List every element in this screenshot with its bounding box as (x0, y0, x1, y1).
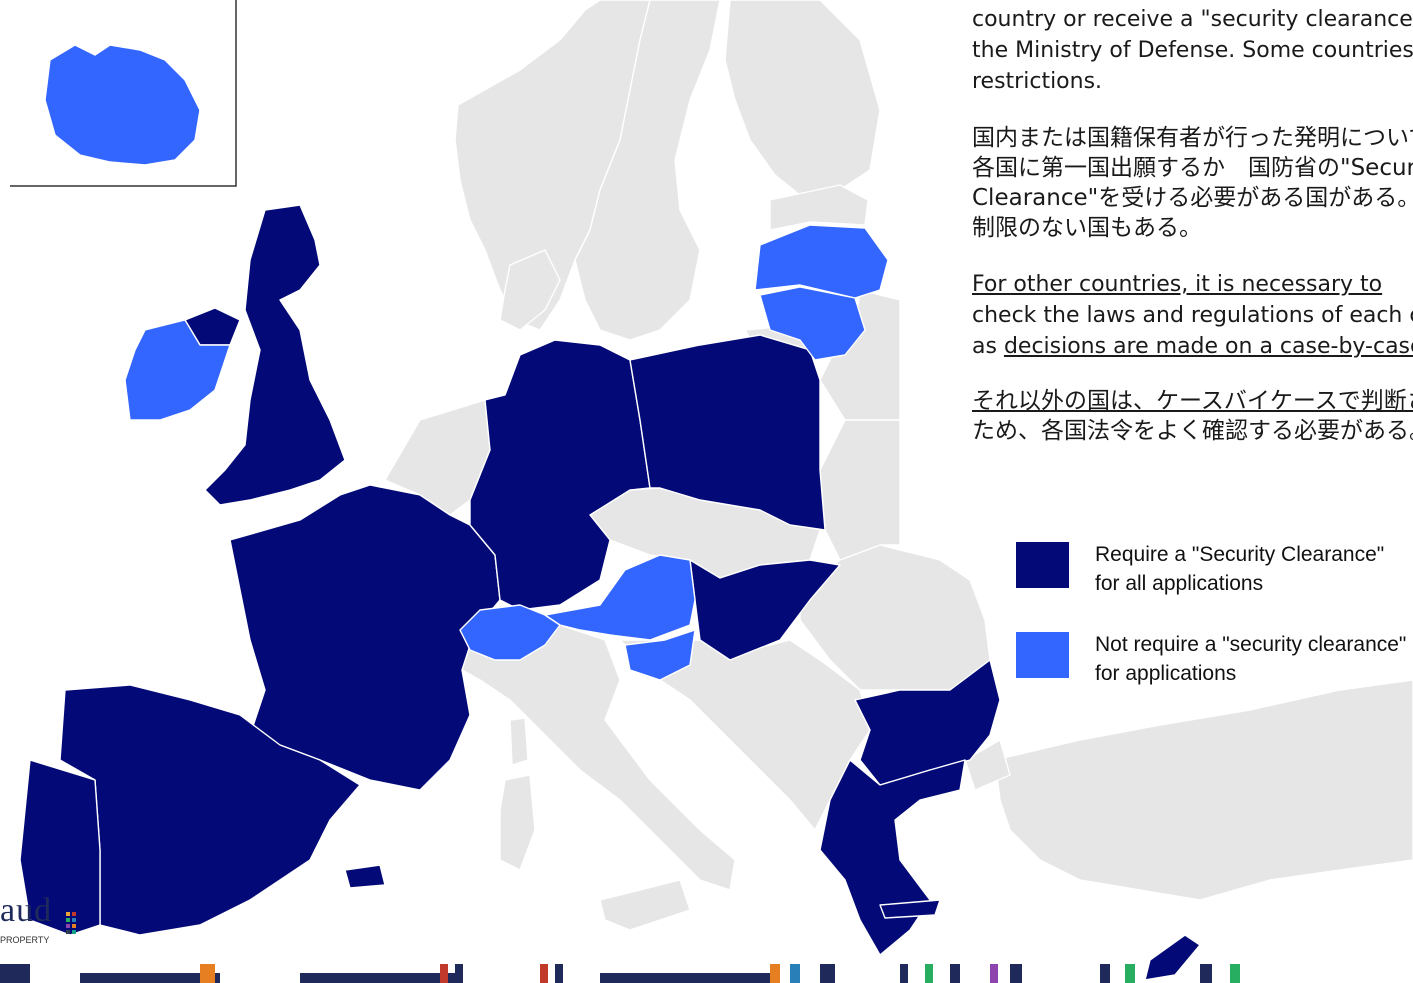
logo-word: aud (0, 892, 53, 929)
country-sicily (599, 879, 691, 931)
country-turkey-thrace (964, 739, 1011, 791)
country-balearic (344, 864, 386, 889)
country-ireland (124, 319, 231, 421)
country-uk (204, 204, 346, 506)
legend-not-require-line-1: Not require a "security clearance" (1095, 633, 1407, 656)
country-italy (459, 624, 736, 891)
english-line-6-underlined: decisions are made on a case-by-case bas… (1003, 334, 1413, 359)
country-iceland (44, 44, 201, 166)
logo-mark-icon (66, 912, 78, 936)
country-bulgaria (854, 659, 1001, 786)
english-paragraph-1: country or receive a "security clearance… (972, 4, 1413, 97)
country-germany (469, 339, 651, 611)
country-corsica (509, 717, 529, 766)
country-sweden (574, 0, 721, 341)
country-estonia (769, 184, 869, 231)
japanese-line-2: 各国に第一国出願するか 国防省の"Security (972, 155, 1413, 181)
country-poland (629, 334, 826, 531)
english-line-5: check the laws and regulations of each c… (972, 303, 1413, 328)
english-line-3: restrictions. (972, 69, 1103, 94)
japanese-line-5: それ以外の国は、ケースバイケースで判断される (972, 388, 1413, 414)
legend-swatch-not-require (1016, 632, 1069, 678)
legend-text-require: Require a "Security Clearance" for all a… (1095, 540, 1384, 598)
english-paragraph-2: For other countries, it is necessary to … (972, 269, 1413, 362)
japanese-line-6: ため、各国法令をよく確認する必要がある。 (972, 418, 1413, 444)
legend-item-not-require: Not require a "security clearance" for a… (1016, 630, 1413, 720)
legend-item-require: Require a "Security Clearance" for all a… (1016, 540, 1413, 630)
country-finland (724, 0, 881, 196)
japanese-paragraph-2: それ以外の国は、ケースバイケースで判断される ため、各国法令をよく確認する必要が… (972, 386, 1413, 446)
english-line-6: as decisions are made on a case-by-case … (972, 331, 1413, 362)
country-sardinia (499, 774, 536, 871)
legend-swatch-require (1016, 542, 1069, 588)
iceland-inset-frame (10, 0, 237, 187)
country-lithuania (759, 286, 866, 361)
legend-not-require-line-2: for applications (1095, 662, 1237, 685)
country-switzerland (459, 604, 561, 661)
country-hungary (689, 559, 841, 661)
japanese-paragraph-1: 国内または国籍保有者が行った発明について、 各国に第一国出願するか 国防省の"S… (972, 123, 1413, 243)
country-crete (879, 899, 941, 919)
map-legend: Require a "Security Clearance" for all a… (1016, 540, 1413, 720)
legend-require-line-1: Require a "Security Clearance" (1095, 543, 1385, 566)
explanation-panel: country or receive a "security clearance… (972, 0, 1413, 464)
country-latvia (754, 224, 889, 299)
country-ukraine (819, 419, 901, 561)
japanese-line-3: Clearance"を受ける必要がある国がある。 (972, 185, 1413, 211)
legend-require-line-2: for all applications (1095, 572, 1264, 595)
country-portugal (19, 759, 101, 936)
bottom-decoration-bar (0, 964, 1413, 983)
english-line-4: For other countries, it is necessary to (972, 272, 1383, 297)
country-turkey (994, 679, 1413, 901)
company-logo: aud PROPERTY (0, 892, 110, 948)
country-austria (544, 554, 696, 641)
country-france (229, 484, 501, 791)
legend-text-not-require: Not require a "security clearance" for a… (1095, 630, 1406, 688)
japanese-line-1: 国内または国籍保有者が行った発明について、 (972, 125, 1413, 151)
japanese-line-4: 制限のない国もある。 (972, 215, 1202, 241)
english-line-6-prefix: as (972, 334, 1004, 359)
country-denmark (499, 249, 561, 331)
logo-subtitle: PROPERTY (0, 935, 50, 945)
country-greece (819, 759, 966, 956)
country-slovenia (624, 629, 696, 681)
english-line-2: the Ministry of Defense. Some countries … (972, 38, 1413, 63)
country-cyprus (1144, 934, 1201, 981)
english-line-1: country or receive a "security clearance… (972, 7, 1413, 32)
